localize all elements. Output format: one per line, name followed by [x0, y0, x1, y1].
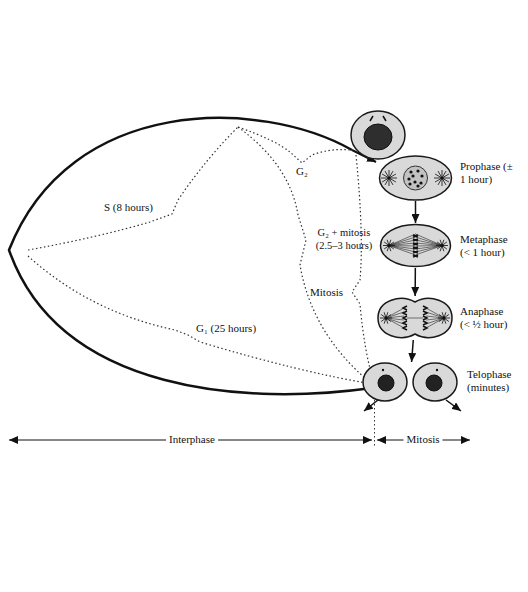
phase-label: Metaphase (< 1 hour) [460, 233, 514, 259]
cell-detail [420, 174, 423, 177]
cell-detail [413, 363, 457, 401]
centriole-mark [370, 116, 386, 121]
phase-duration-label: S (8 hours) [104, 201, 153, 214]
axis-label: Interphase [166, 433, 218, 446]
s-phase-brace [28, 127, 238, 250]
phase-label: Telophase (minutes) [467, 368, 523, 394]
phase-label: Mitosis [310, 286, 343, 299]
telophase-cells: Telophase (minutes) [362, 362, 458, 402]
phase-label: G₂ [296, 165, 308, 178]
cell-detail [389, 246, 416, 256]
cell-detail [403, 321, 427, 325]
metaphase-cell: Metaphase (< 1 hour) [379, 223, 452, 268]
cell-detail [413, 255, 418, 257]
cell-detail [380, 156, 452, 200]
cell-outline [362, 362, 458, 402]
cell-detail [378, 375, 394, 391]
axis-label: Mitosis [403, 433, 442, 446]
cell-detail [404, 166, 428, 190]
cell-detail [386, 318, 404, 328]
cell-outline [378, 155, 453, 201]
prophase-cell: Prophase (± 1 hour) [378, 155, 453, 201]
g2-brace [238, 127, 350, 163]
cell-detail [416, 246, 443, 253]
cycle-loop [9, 118, 372, 394]
phase-divider [374, 392, 375, 446]
phase-label: Prophase (± 1 hour) [460, 160, 514, 186]
cell-detail [411, 174, 414, 177]
cell-detail [403, 316, 427, 320]
cell-detail [389, 240, 416, 246]
cell-detail [413, 239, 418, 241]
cell-detail [386, 308, 404, 318]
cell-detail [413, 243, 418, 245]
cell-detail [384, 316, 387, 319]
cell-detail [426, 312, 444, 318]
cell-detail [409, 170, 412, 173]
cell-detail [440, 176, 443, 179]
cell-detail [440, 244, 443, 247]
phase-duration-label: G₂ + mitosis (2.5–3 hours) [310, 226, 378, 252]
daughter-cell-arrow [364, 400, 378, 411]
cell-detail [426, 318, 444, 328]
cell-detail [413, 180, 416, 183]
cell-detail [386, 312, 404, 318]
cell-detail [416, 234, 443, 246]
phase-arrow [414, 268, 416, 296]
cell-detail [378, 299, 452, 338]
cell-detail [442, 316, 445, 319]
cell-detail [403, 311, 427, 315]
cell-detail [416, 240, 443, 246]
cell-detail [363, 363, 407, 401]
cell-detail [407, 177, 410, 180]
cell-detail [416, 184, 419, 187]
phase-arrow [415, 201, 417, 223]
phase-arrow [412, 340, 414, 362]
cell-detail [389, 243, 416, 246]
cell-detail [416, 246, 443, 256]
cell-detail [426, 375, 442, 391]
cell-detail [419, 181, 422, 184]
cell-outline [379, 223, 452, 268]
cell-detail [381, 225, 451, 267]
cell-detail [436, 369, 438, 371]
cell-detail [416, 243, 443, 246]
cell-detail [416, 169, 419, 172]
g2-nucleus [364, 124, 392, 150]
cell-detail [407, 318, 423, 319]
phase-duration-label: G₁ (25 hours) [196, 322, 256, 335]
cell-detail [403, 306, 427, 310]
mitosis-brace [352, 155, 374, 384]
cell-detail [413, 235, 418, 237]
cell-detail [389, 246, 416, 253]
g2-mitosis-brace [238, 127, 372, 384]
cell-detail [387, 244, 390, 247]
cell-detail [382, 369, 384, 371]
g2-cell [351, 111, 405, 159]
cell-outline [377, 296, 453, 340]
cell-detail [416, 237, 443, 246]
cell-detail [413, 247, 418, 249]
cell-detail [387, 176, 390, 179]
g1-brace [28, 256, 372, 384]
cell-detail [408, 182, 411, 185]
anaphase-cell: Anaphase (< ½ hour) [377, 296, 453, 340]
cell-detail [389, 234, 416, 246]
daughter-cell-arrow [446, 400, 461, 411]
cell-detail [426, 308, 444, 318]
cell-detail [403, 326, 427, 330]
phase-label: Anaphase (< ½ hour) [460, 305, 514, 331]
cell-detail [413, 251, 418, 253]
cell-detail [389, 237, 416, 246]
